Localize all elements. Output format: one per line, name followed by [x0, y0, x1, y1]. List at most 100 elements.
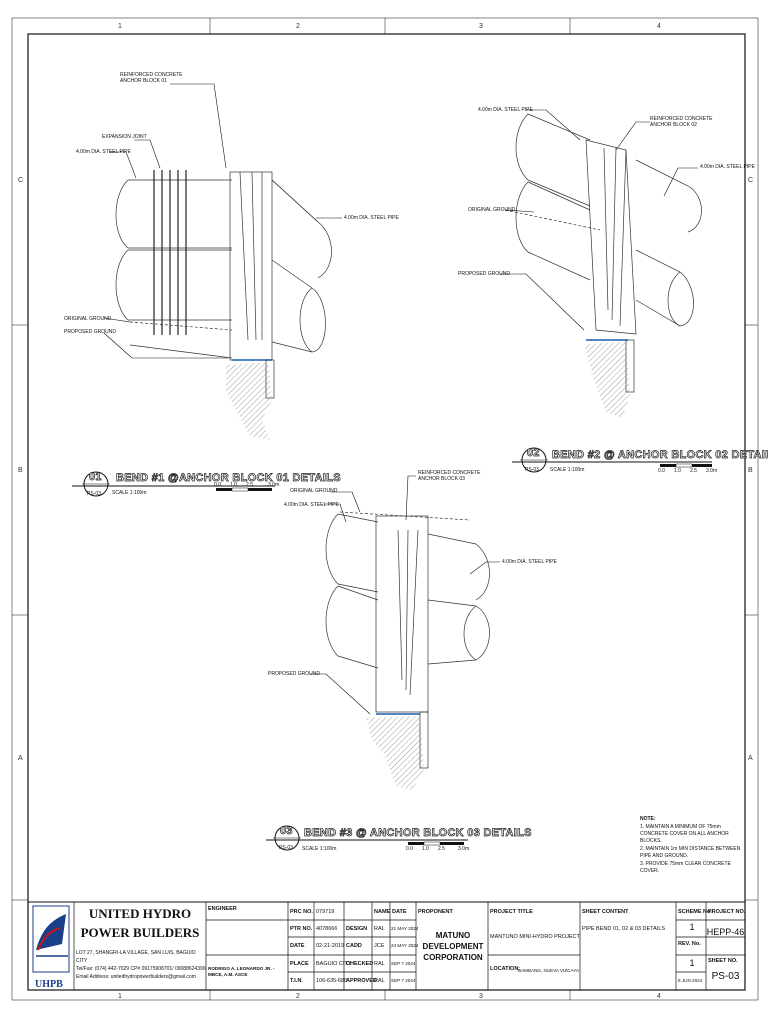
detail-03-scale: SCALE 1:100m: [302, 846, 336, 852]
project-no: HEPP-46: [706, 927, 745, 937]
detail-02-bar-2: 2.5: [690, 468, 697, 474]
detail-03-drawing: [325, 511, 490, 769]
grid-row-c: C: [18, 177, 23, 184]
engineer-label: ENGINEER: [208, 906, 237, 912]
detail-01-leaders: [103, 83, 342, 359]
prc-label: PRC NO.: [290, 909, 313, 915]
logo-text: UHPB: [35, 979, 63, 990]
detail-01-prop-ground-label: PROPOSED GROUND: [64, 329, 116, 335]
scheme-value: 1: [689, 922, 695, 932]
name-col-label: NAME: [374, 909, 391, 915]
note-item-3: 3. PROVIDE 75mm CLEAR CONCRETE COVER.: [640, 861, 731, 874]
grid-col-3-bottom: 3: [479, 993, 483, 1000]
sheet-no: PS-03: [711, 971, 740, 982]
company-tel: Tel/Fax: (074) 442-7029 CP# 09175908701/…: [76, 966, 206, 972]
rev-value: 1: [689, 958, 695, 968]
detail-02-bar-1: 1.0: [674, 468, 681, 474]
place-label: PLACE: [290, 961, 309, 967]
detail-02-scale: SCALE 1:100m: [550, 467, 584, 473]
place-value: BAGUIO CITY: [316, 961, 352, 967]
detail-02-ref: PS-03: [525, 467, 539, 473]
detail-03-orig-ground-label: ORIGINAL GROUND: [290, 488, 338, 494]
scheme-label: SCHEME No.: [678, 909, 712, 915]
detail-02-bar-3: 3.0m: [706, 468, 717, 474]
general-notes: NOTE: 1. MAINTAIN A MINIMUM OF 75mm CONC…: [640, 816, 750, 876]
proponent-name: MATUNO DEVELOPMENT CORPORATION: [422, 931, 484, 962]
design-label: DESIGN: [346, 926, 368, 932]
detail-01-ref: PS-03: [87, 491, 101, 497]
detail-01-bar-3: 3.0m: [268, 482, 279, 488]
grid-col-1-bottom: 1: [118, 993, 122, 1000]
design-date: 21 MAY 2024: [391, 926, 419, 931]
detail-01-pipe-right-label: 4.00m DIA. STEEL PIPE: [344, 215, 400, 221]
detail-02-title-group: [512, 447, 712, 473]
grid-col-3: 3: [479, 23, 483, 30]
detail-03-ref: PS-03: [279, 845, 293, 851]
detail-03-title-group: [266, 825, 468, 851]
grid-row-b-right: B: [748, 467, 753, 474]
company-email: Email Address: unitedhydropowerbuilders@…: [76, 974, 196, 980]
detail-01-scale: SCALE 1:100m: [112, 490, 146, 496]
prc-value: 079719: [316, 909, 335, 915]
detail-03-soil-hatch: [366, 716, 424, 790]
detail-01-number: 01: [89, 471, 102, 483]
detail-03-bar-2: 2.5: [438, 846, 445, 852]
grid-row-a: A: [18, 755, 23, 762]
detail-02-prop-ground-label: PROPOSED GROUND: [458, 271, 510, 277]
checked-date: SEP 7 2024: [391, 961, 416, 966]
grid-row-c-right: C: [748, 177, 753, 184]
detail-01-bar-0: 0.0: [214, 482, 221, 488]
engineer-name: RODRIGO A. LEONARDO JR. - MBCE, A.M. ASC…: [208, 966, 275, 977]
approved-label: APPROVED: [346, 978, 377, 984]
title-block-grid: [27, 901, 746, 991]
grid-row-b: B: [18, 467, 23, 474]
detail-03-bar-0: 0.0: [406, 846, 413, 852]
detail-02-drawing: [504, 113, 702, 393]
grid-col-4-bottom: 4: [657, 993, 661, 1000]
grid-row-a-right: A: [748, 755, 753, 762]
rev-date: 8 JUN 2024: [678, 978, 703, 983]
detail-03-bar-3: 3.0m: [458, 846, 469, 852]
detail-03-title: BEND #3 @ ANCHOR BLOCK 03 DETAILS: [304, 827, 532, 839]
note-item-2: 2. MAINTAIN 1m MIN DISTANCE BETWEEN PIPE…: [640, 846, 741, 859]
detail-01-joint-label: EXPANSION JOINT: [102, 134, 147, 140]
company-address: LOT 27, SHANGRI-LA VILLAGE, SAN LUIS, BA…: [76, 950, 196, 964]
grid-col-2-bottom: 2: [296, 993, 300, 1000]
grid-col-2: 2: [296, 23, 300, 30]
tin-label: T.I.N.: [290, 978, 303, 984]
detail-01-soil-hatch: [226, 362, 272, 440]
notes-heading: NOTE:: [640, 816, 656, 822]
detail-01-bar-1: 1.0: [230, 482, 237, 488]
detail-03-leaders: [310, 475, 500, 715]
checked-name: RAL: [374, 961, 385, 967]
detail-01-orig-ground-label: ORIGINAL GROUND: [64, 316, 112, 322]
detail-03-number: 03: [280, 825, 293, 837]
detail-02-title: BEND #2 @ ANCHOR BLOCK 02 DETAILS: [552, 449, 768, 461]
detail-03-pipe-right-label: 4.00m DIA. STEEL PIPE: [502, 559, 558, 565]
grid-col-1: 1: [118, 23, 122, 30]
proponent-label: PROPONENT: [418, 909, 453, 915]
design-name: RAL: [374, 926, 385, 932]
checked-label: CHECKED: [346, 961, 374, 967]
cadd-date: 24 MAY 2024: [391, 943, 419, 948]
detail-03-bar-1: 1.0: [422, 846, 429, 852]
date-col-label: DATE: [392, 909, 407, 915]
location-label: LOCATION:: [490, 966, 521, 972]
grid-col-4: 4: [657, 23, 661, 30]
tin-value: 106-635-680: [316, 978, 348, 984]
sheet-content: PIPE BEND 01, 02 & 03 DETAILS: [582, 926, 666, 932]
detail-01-bar-2: 2.5: [246, 482, 253, 488]
company-logo: [32, 905, 70, 973]
sheet-content-label: SHEET CONTENT: [582, 909, 629, 915]
ptr-label: PTR NO.: [290, 926, 313, 932]
rev-label: REV. No.: [678, 941, 701, 947]
project-title-label: PROJECT TITLE: [490, 909, 533, 915]
detail-01-title: BEND #1 @ANCHOR BLOCK 01 DETAILS: [116, 472, 341, 484]
note-item-1: 1. MAINTAIN A MINIMUM OF 75mm CONCRETE C…: [640, 824, 729, 844]
approved-date: SEP 7 2024: [391, 978, 416, 983]
location-value: BAMBANG, NUEVA VIZCAYA: [518, 968, 580, 973]
